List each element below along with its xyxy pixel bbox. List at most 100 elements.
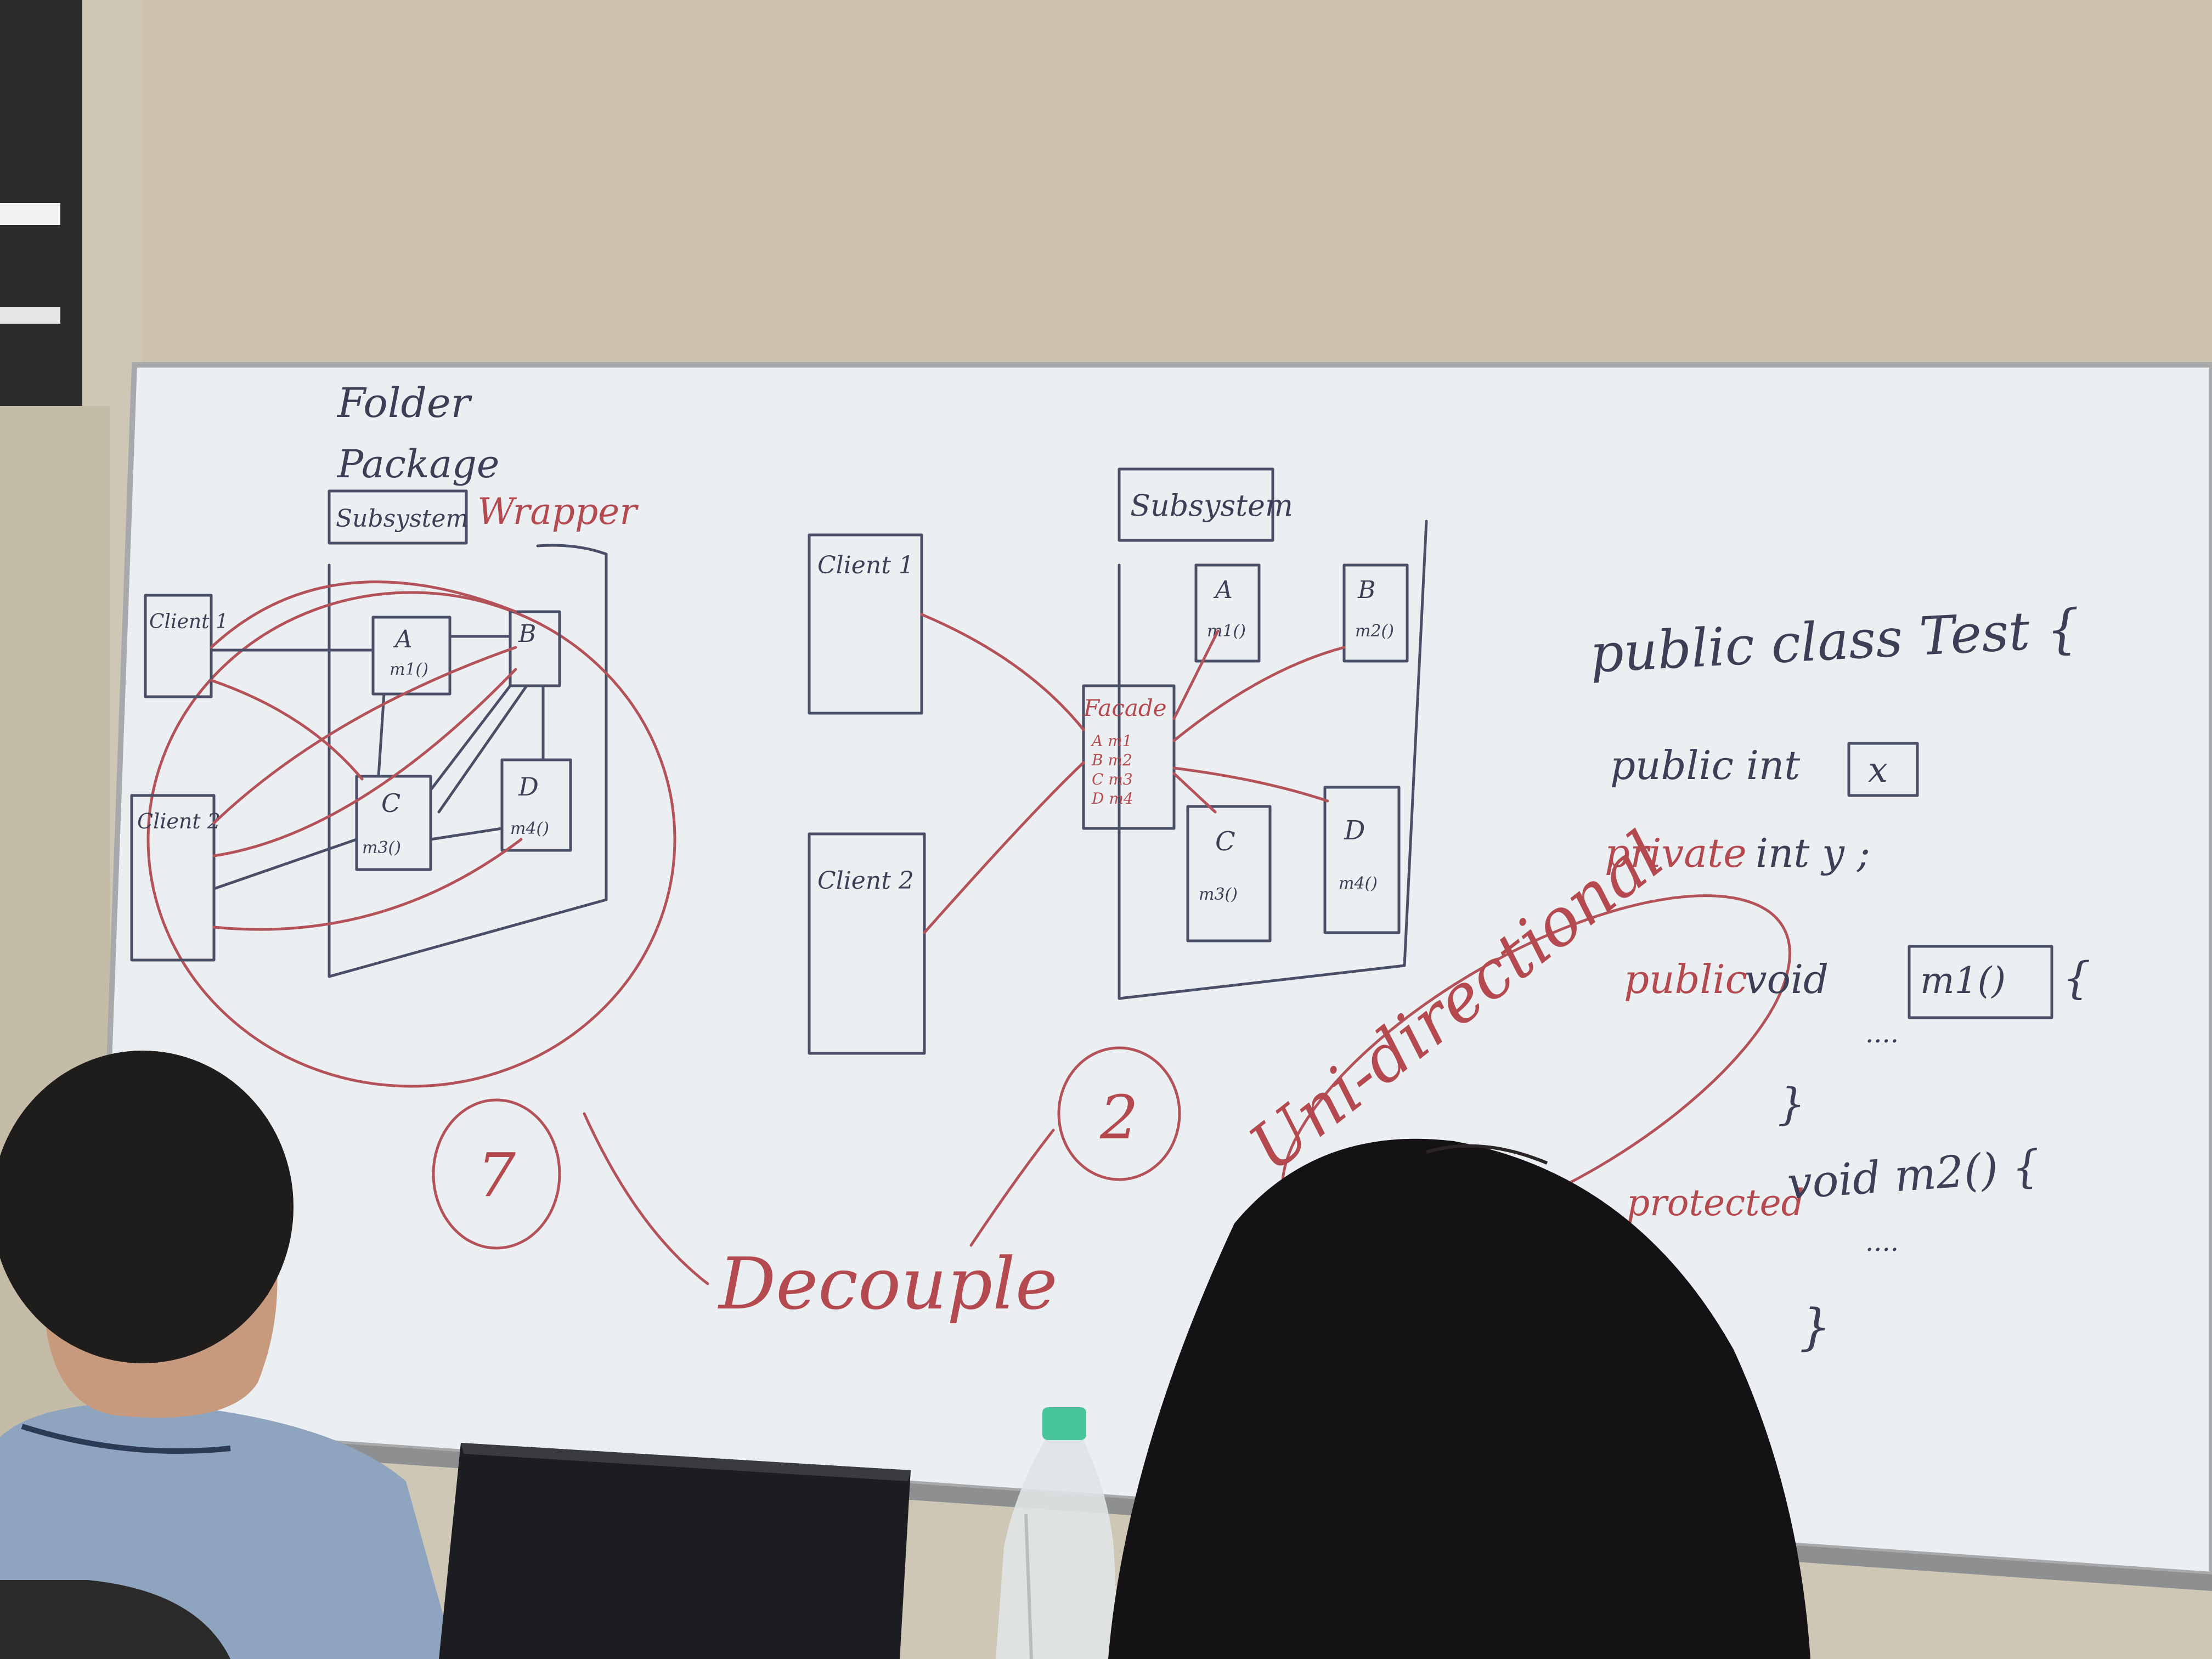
code-line-4-rest: void (1745, 956, 1829, 1002)
upper-wall (143, 0, 2212, 362)
facade-method: D m4 (1091, 789, 1133, 808)
middle-client1-box (808, 533, 923, 715)
middle-class-c-box (1186, 805, 1272, 943)
left-class-d-box (500, 758, 572, 852)
facade-method-list: A m1 B m2 C m3 D m4 (1090, 732, 1133, 808)
count-left-circle (432, 1098, 561, 1250)
left-class-c-method: m3() (362, 838, 401, 857)
left-package-label: Package (336, 442, 499, 487)
code-line-4-dots: .... (1865, 1018, 1899, 1049)
code-line-3-keyword: private (1605, 830, 1747, 876)
code-snippet: public class Test { public int x private… (1588, 597, 2091, 1356)
arrow-d-c (429, 827, 504, 841)
code-line-4-keyword: public (1624, 956, 1747, 1002)
woman-hair (1108, 1138, 1810, 1659)
middle-subsystem-box (1118, 467, 1274, 542)
left-subsystem-outline (328, 544, 608, 978)
arrow-to-decouple (583, 1112, 709, 1285)
code-line-4-brace: { (2063, 952, 2091, 1003)
student-woman (1108, 1138, 1810, 1659)
man-hair (0, 1051, 294, 1363)
water-bottle (996, 1407, 1119, 1659)
facade-box (1082, 684, 1176, 830)
code-line-2-keyword: public int (1610, 742, 1801, 788)
screen-light-2 (0, 307, 60, 324)
left-folder-label: Folder (336, 380, 473, 427)
middle-class-c-method: m3() (1199, 885, 1238, 904)
middle-class-c-label: C (1215, 826, 1235, 857)
code-line-7: } (1799, 1299, 1831, 1356)
arrow-client2-c (212, 838, 358, 890)
bottle-cap (1042, 1407, 1086, 1440)
count-right: 2 (1099, 1082, 1138, 1153)
code-method-m1-box (1908, 945, 2053, 1019)
red-arrow-client1-c (210, 679, 364, 781)
laptop-screen-back (439, 1443, 911, 1659)
red-arrow-client1-b (210, 580, 517, 649)
code-line-4-method: m1() (1920, 960, 2006, 1002)
left-client2-label: Client 2 (137, 809, 221, 833)
whiteboard (93, 362, 2212, 1578)
middle-class-d-label: D (1344, 815, 1365, 846)
left-class-c-label: C (381, 788, 400, 818)
student-man (0, 1051, 455, 1659)
bottle-highlight (1024, 1514, 1033, 1659)
code-line-5: } (1778, 1079, 1805, 1130)
middle-class-d-method: m4() (1339, 874, 1378, 893)
arrow-facade-c (1172, 772, 1217, 814)
code-line-6-keyword: protected (1627, 1182, 1804, 1224)
middle-class-a-box (1194, 563, 1261, 663)
facade-method: C m3 (1092, 770, 1133, 788)
code-var-x-box (1847, 742, 1919, 797)
left-subsystem-label: Subsystem (336, 505, 469, 533)
laptop-top-edge (461, 1443, 911, 1481)
middle-class-d-box (1323, 786, 1401, 934)
left-class-d-label: D (518, 772, 539, 802)
chair-back (0, 1580, 230, 1659)
arrow-client2-facade (923, 761, 1085, 934)
arrow-facade-b (1172, 646, 1346, 742)
woman-hair-strand (1426, 1144, 1548, 1165)
arrow-c-b (429, 684, 512, 792)
middle-class-b-method: m2() (1355, 622, 1394, 641)
red-arrow-client2-b (212, 646, 517, 825)
left-client2-box (130, 794, 216, 962)
bottle-body (996, 1440, 1119, 1659)
left-class-a-label: A (393, 625, 413, 653)
left-class-a-box (371, 616, 452, 696)
arrow-decouple-to-2 (969, 1128, 1055, 1247)
left-client1-label: Client 1 (149, 611, 228, 633)
middle-class-b-box (1342, 563, 1409, 663)
middle-class-a-method: m1() (1207, 622, 1246, 641)
arrow-facade-d (1172, 766, 1329, 803)
middle-client2-label: Client 2 (817, 867, 914, 895)
left-class-d-method: m4() (510, 819, 549, 838)
middle-client2-box (808, 832, 926, 1055)
left-diagram: Folder Package Subsystem Wrapper Client … (130, 380, 676, 1088)
wrapper-label: Wrapper (477, 490, 639, 533)
man-lanyard (21, 1424, 231, 1454)
middle-class-b-label: B (1357, 576, 1375, 604)
arrow-a-c (377, 692, 386, 778)
left-class-a-method: m1() (390, 660, 428, 679)
count-left: 7 (477, 1140, 516, 1210)
count-right-circle (1057, 1046, 1181, 1181)
red-arrow-client2-b-2 (212, 668, 517, 857)
code-line-3-rest: int y ; (1756, 830, 1870, 876)
code-line-6-dots: .... (1865, 1227, 1899, 1257)
left-class-b-label: B (518, 620, 536, 648)
facade-method: A m1 (1090, 732, 1132, 750)
laptop (439, 1443, 911, 1659)
facade-method: B m2 (1091, 751, 1132, 769)
middle-class-a-label: A (1213, 576, 1233, 604)
decouple-label: Decouple (718, 1242, 1058, 1325)
arrow-facade-a (1172, 629, 1220, 720)
code-line-2-var: x (1868, 750, 1888, 791)
middle-subsystem-outline (1118, 520, 1428, 1000)
facade-diagram: Subsystem Client 1 Client 2 Facade A m1 … (808, 467, 1428, 1055)
arrow-client1-facade (920, 613, 1085, 731)
arrow-c-b-2 (437, 684, 528, 814)
red-arrow-client2-d (212, 838, 523, 931)
wrapper-circle (146, 591, 676, 1088)
